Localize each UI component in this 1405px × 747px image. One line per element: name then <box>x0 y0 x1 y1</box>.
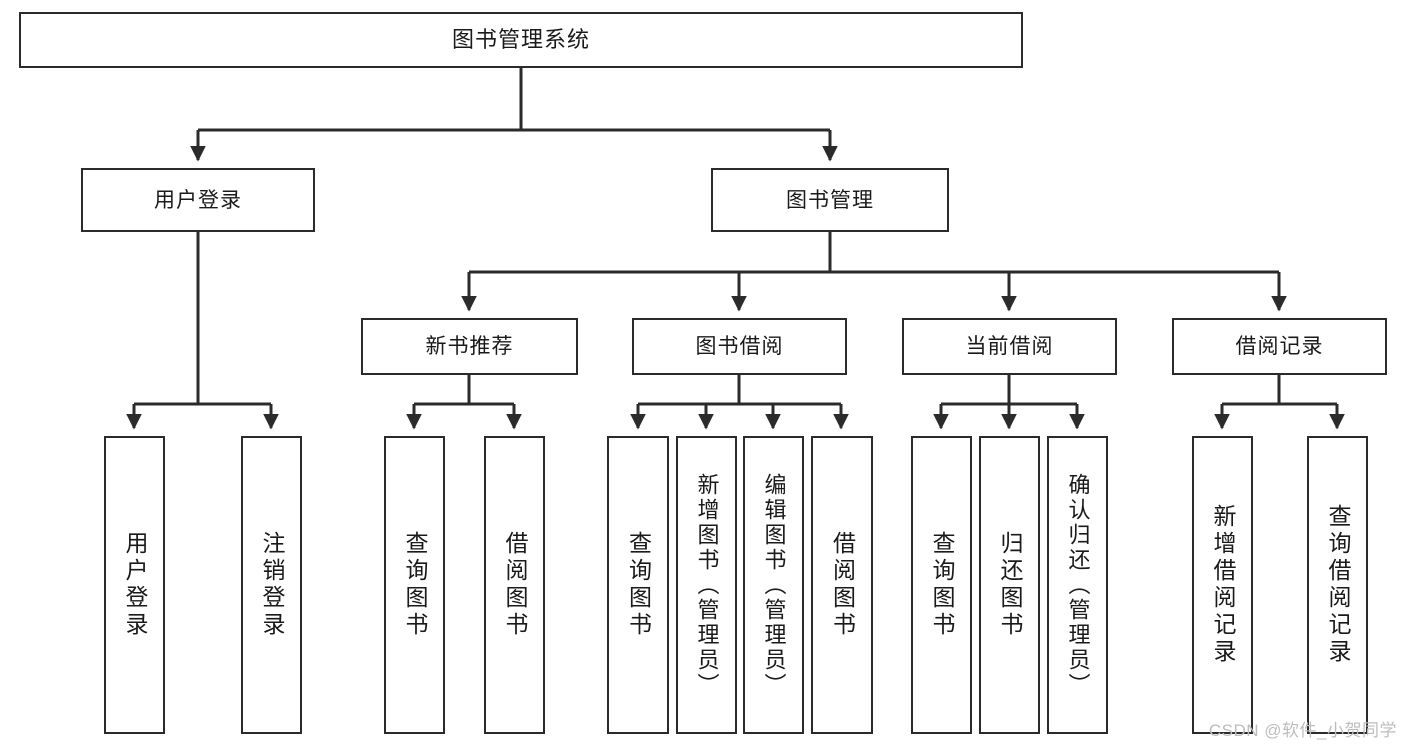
node-root[interactable]: 图书管理系统 <box>19 12 1023 68</box>
node-book-borrow[interactable]: 图书借阅 <box>632 318 847 375</box>
leaf-query-book-2-label: 查询图书 <box>625 531 652 639</box>
leaf-return-book[interactable]: 归还图书 <box>979 436 1040 734</box>
leaf-query-book-1[interactable]: 查询图书 <box>384 436 445 734</box>
node-new-book-recommend[interactable]: 新书推荐 <box>361 318 578 375</box>
leaf-query-book-3-label: 查询图书 <box>929 531 955 639</box>
leaf-query-book-2[interactable]: 查询图书 <box>607 436 669 734</box>
leaf-edit-book[interactable]: 编辑图书（管理员） <box>743 436 804 734</box>
leaf-query-book-1-label: 查询图书 <box>402 531 428 639</box>
leaf-confirm-return-label: 确认归还（管理员） <box>1065 472 1091 698</box>
node-book-manage[interactable]: 图书管理 <box>711 168 949 232</box>
leaf-borrow-book-1-label: 借阅图书 <box>502 531 528 639</box>
node-root-label: 图书管理系统 <box>451 27 590 52</box>
node-borrow-record[interactable]: 借阅记录 <box>1172 318 1387 375</box>
leaf-add-book[interactable]: 新增图书（管理员） <box>676 436 737 734</box>
watermark: CSDN @软件_小贺同学 <box>1208 721 1397 740</box>
leaf-borrow-book-2-label: 借阅图书 <box>829 531 856 639</box>
node-book-borrow-label: 图书借阅 <box>695 335 784 358</box>
leaf-logout[interactable]: 注销登录 <box>241 436 302 734</box>
leaf-borrow-book-2[interactable]: 借阅图书 <box>811 436 873 734</box>
leaf-user-login[interactable]: 用户登录 <box>104 436 165 734</box>
leaf-borrow-book-1[interactable]: 借阅图书 <box>484 436 545 734</box>
leaf-add-record-label: 新增借阅记录 <box>1210 504 1236 666</box>
leaf-query-book-3[interactable]: 查询图书 <box>911 436 972 734</box>
leaf-return-book-label: 归还图书 <box>997 531 1023 639</box>
node-book-manage-label: 图书管理 <box>786 188 874 212</box>
leaf-query-record-label: 查询借阅记录 <box>1325 504 1351 666</box>
leaf-add-record[interactable]: 新增借阅记录 <box>1192 436 1253 734</box>
node-current-borrow-label: 当前借阅 <box>965 335 1054 358</box>
leaf-confirm-return[interactable]: 确认归还（管理员） <box>1047 436 1108 734</box>
leaf-query-record[interactable]: 查询借阅记录 <box>1307 436 1368 734</box>
node-user-login-label: 用户登录 <box>154 188 242 212</box>
leaf-user-login-label: 用户登录 <box>122 531 148 639</box>
node-borrow-record-label: 借阅记录 <box>1235 335 1324 358</box>
leaf-logout-label: 注销登录 <box>259 531 285 639</box>
node-current-borrow[interactable]: 当前借阅 <box>902 318 1117 375</box>
leaf-add-book-label: 新增图书（管理员） <box>694 472 720 698</box>
leaf-edit-book-label: 编辑图书（管理员） <box>761 472 787 698</box>
node-new-book-recommend-label: 新书推荐 <box>425 335 514 358</box>
node-user-login[interactable]: 用户登录 <box>81 168 315 232</box>
